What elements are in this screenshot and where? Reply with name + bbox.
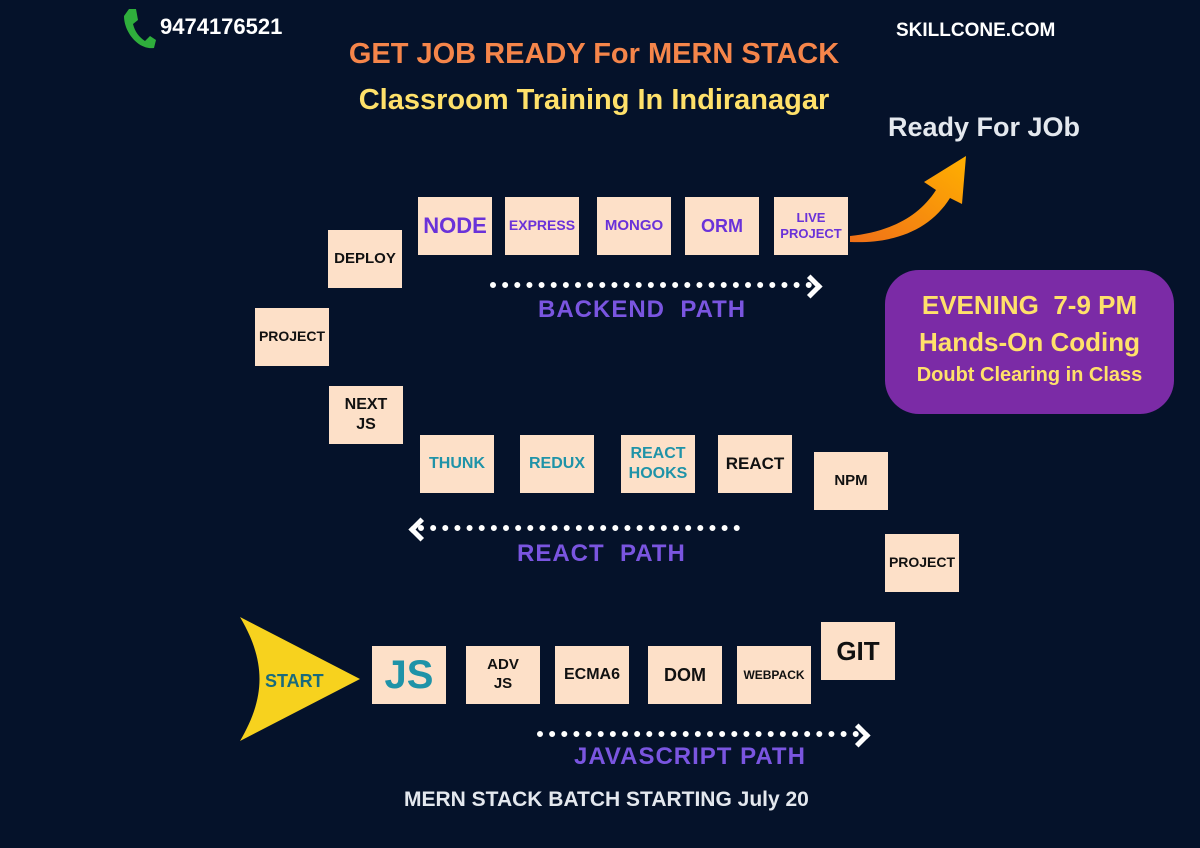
batch-start-footer: MERN STACK BATCH STARTING July 20 (404, 788, 809, 811)
next-js-box: NEXT JS (329, 386, 403, 444)
dom-box: DOM (648, 646, 722, 704)
ready-for-job-label: Ready For JOb (888, 112, 1081, 142)
page-title: GET JOB READY For MERN STACK (348, 38, 840, 70)
project-box-2: PROJECT (885, 534, 959, 592)
node-box: NODE (418, 197, 492, 255)
promo-panel: EVENING 7-9 PM Hands-On Coding Doubt Cle… (885, 270, 1174, 414)
thunk-box: THUNK (420, 435, 494, 493)
deploy-box: DEPLOY (328, 230, 402, 288)
mongo-box: MONGO (597, 197, 671, 255)
phone-number[interactable]: 9474176521 (160, 14, 283, 39)
webpack-box: WEBPACK (737, 646, 811, 704)
site-link[interactable]: SKILLCONE.COM (896, 20, 1056, 41)
promo-hands-on: Hands-On Coding (919, 327, 1140, 357)
javascript-arrow-line (537, 731, 859, 737)
npm-box: NPM (814, 452, 888, 510)
backend-arrowhead-icon (798, 274, 823, 299)
redux-box: REDUX (520, 435, 594, 493)
adv-js-box: ADV JS (466, 646, 540, 704)
start-arrow-icon (240, 617, 360, 741)
promo-doubt: Doubt Clearing in Class (916, 364, 1143, 386)
orm-box: ORM (685, 197, 759, 255)
express-box: EXPRESS (505, 197, 579, 255)
live-project-box: LIVE PROJECT (774, 197, 848, 255)
backend-path-label: BACKEND PATH (538, 296, 747, 323)
promo-time: EVENING 7-9 PM (921, 290, 1138, 320)
react-arrow-line (418, 525, 740, 531)
backend-arrow-line (490, 282, 812, 288)
page-subtitle: Classroom Training In Indiranagar (358, 84, 830, 116)
react-path-label: REACT PATH (517, 540, 686, 567)
javascript-arrowhead-icon (846, 723, 871, 748)
ecma6-box: ECMA6 (555, 646, 629, 704)
phone-icon (120, 6, 158, 52)
javascript-path-label: JAVASCRIPT PATH (574, 743, 806, 770)
js-box: JS (372, 646, 446, 704)
project-box: PROJECT (255, 308, 329, 366)
start-label: START (265, 671, 324, 691)
react-hooks-box: REACT HOOKS (621, 435, 695, 493)
git-box: GIT (821, 622, 895, 680)
react-arrowhead-icon (408, 517, 433, 542)
react-box: REACT (718, 435, 792, 493)
curved-arrow-icon (850, 156, 966, 243)
